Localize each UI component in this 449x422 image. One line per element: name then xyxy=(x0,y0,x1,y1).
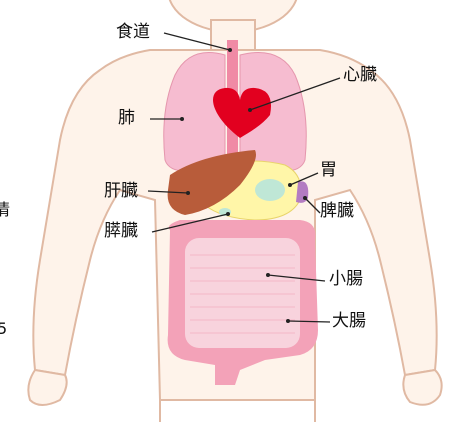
left-edge-fragment-upper: 情 xyxy=(0,202,10,218)
esophagus-label: 食道 xyxy=(116,24,150,41)
spleen-label: 脾臓 xyxy=(320,203,354,220)
left-edge-fragment-lower: 5 xyxy=(0,321,7,337)
liver-label: 肝臓 xyxy=(104,183,138,200)
pancreas-label: 膵臓 xyxy=(104,223,138,240)
stomach-label: 胃 xyxy=(320,162,337,179)
large-intestine-label: 大腸 xyxy=(332,313,366,330)
heart-label: 心臓 xyxy=(343,67,377,84)
small-intestine-label: 小腸 xyxy=(329,271,363,288)
lung-label: 肺 xyxy=(118,110,135,127)
stomach-spot xyxy=(255,179,285,201)
